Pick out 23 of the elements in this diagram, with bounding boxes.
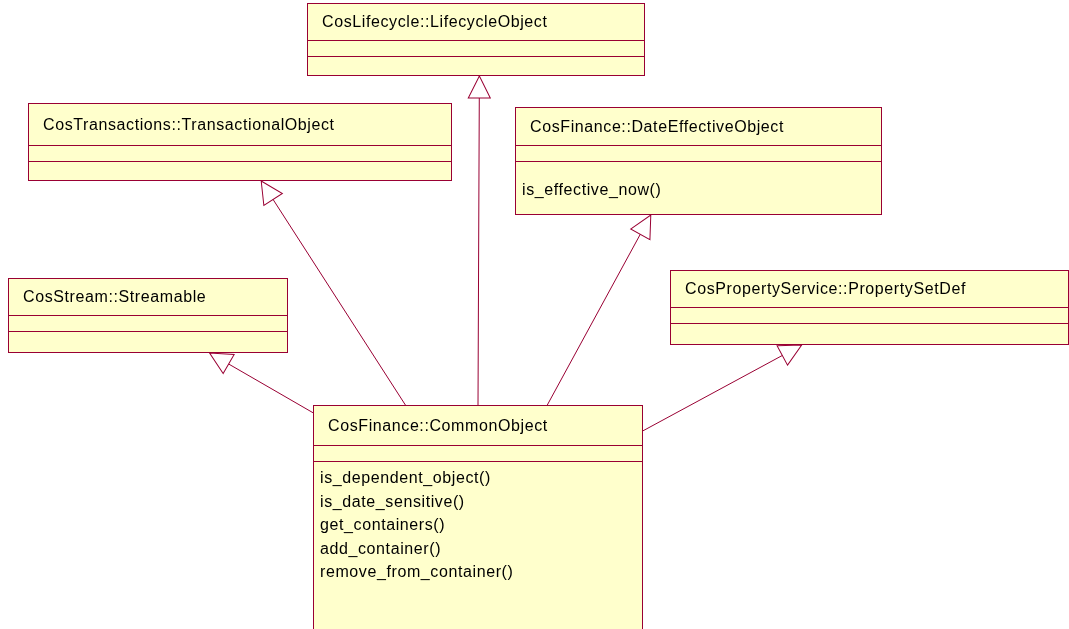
class-name: CosPropertyService::PropertySetDef (685, 280, 966, 298)
generalization-arrow (260, 180, 406, 406)
generalization-arrow (467, 75, 491, 406)
generalization-arrow (546, 214, 652, 406)
method-name: is_date_sensitive() (320, 491, 466, 512)
class-box (515, 107, 882, 215)
class-name: CosFinance::DateEffectiveObject (530, 117, 784, 136)
method-name: is_effective_now() (522, 180, 663, 200)
class-name: CosTransactions::TransactionalObject (43, 115, 335, 134)
class-box (8, 278, 288, 353)
method-name: remove_from_container() (320, 562, 515, 582)
method-name: is_dependent_object() (320, 468, 492, 488)
generalization-arrow (642, 344, 803, 432)
class-name: CosLifecycle::LifecycleObject (322, 13, 548, 31)
class-box (307, 3, 645, 76)
class-name: CosStream::Streamable (23, 288, 207, 306)
method-name: add_container() (320, 538, 443, 559)
class-box (670, 270, 1069, 345)
generalization-arrow (209, 352, 314, 414)
class-box (28, 103, 452, 181)
class-box (313, 405, 643, 629)
method-name: get_containers() (320, 515, 447, 535)
class-name: CosFinance::CommonObject (328, 416, 548, 435)
